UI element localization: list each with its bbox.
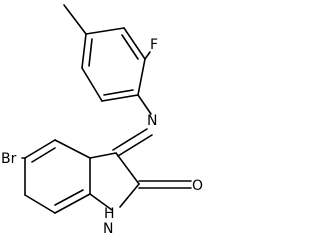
atom-label-amide-n: N — [103, 221, 113, 237]
atom-label-amide-nh: H — [104, 206, 115, 222]
atom-label-fluorine: F — [150, 37, 158, 53]
bond-c7-c7a — [54, 193, 91, 214]
bond-ring1-c2-c3 — [123, 27, 146, 60]
bond-c3a-c3 — [89, 152, 117, 159]
bond-c4-c5-inner — [31, 147, 56, 163]
bond-ring1-c3-c4 — [137, 58, 146, 96]
molecule-diagram: F N Br O H N — [1, 4, 203, 237]
bond-c-f — [144, 51, 151, 60]
bond-ring1-c5-c6 — [81, 67, 103, 102]
chemical-structure-figure: F N Br O H N — [1, 4, 204, 237]
atom-label-bromine: Br — [1, 151, 17, 167]
bond-c3a-c4 — [54, 139, 91, 159]
bond-imine-double-a — [112, 128, 148, 151]
atom-label-oxygen: O — [192, 178, 203, 194]
bond-c3-c2 — [115, 152, 140, 185]
bond-c7-c7a-inner — [54, 189, 84, 206]
bond-n1-c7a — [89, 193, 113, 211]
atom-label-imine-nitrogen: N — [147, 113, 157, 129]
bond-ring1-c6-c1 — [81, 33, 87, 69]
bond-ring1-c1-c2 — [85, 27, 125, 35]
bond-methyl — [63, 4, 87, 35]
bond-ring1-n-imine — [137, 94, 152, 115]
bond-ring1-c4-c5-inner — [103, 89, 134, 96]
bond-c4-c5 — [24, 139, 56, 159]
bond-c6-c7 — [24, 194, 56, 214]
bond-ring1-c2-c3-inner — [121, 34, 139, 60]
bond-ring1-c4-c5 — [101, 94, 139, 102]
bond-ring1-c6-c1-inner — [88, 38, 93, 67]
bond-imine-double-b — [117, 134, 153, 157]
bond-c2-n1 — [119, 183, 140, 208]
